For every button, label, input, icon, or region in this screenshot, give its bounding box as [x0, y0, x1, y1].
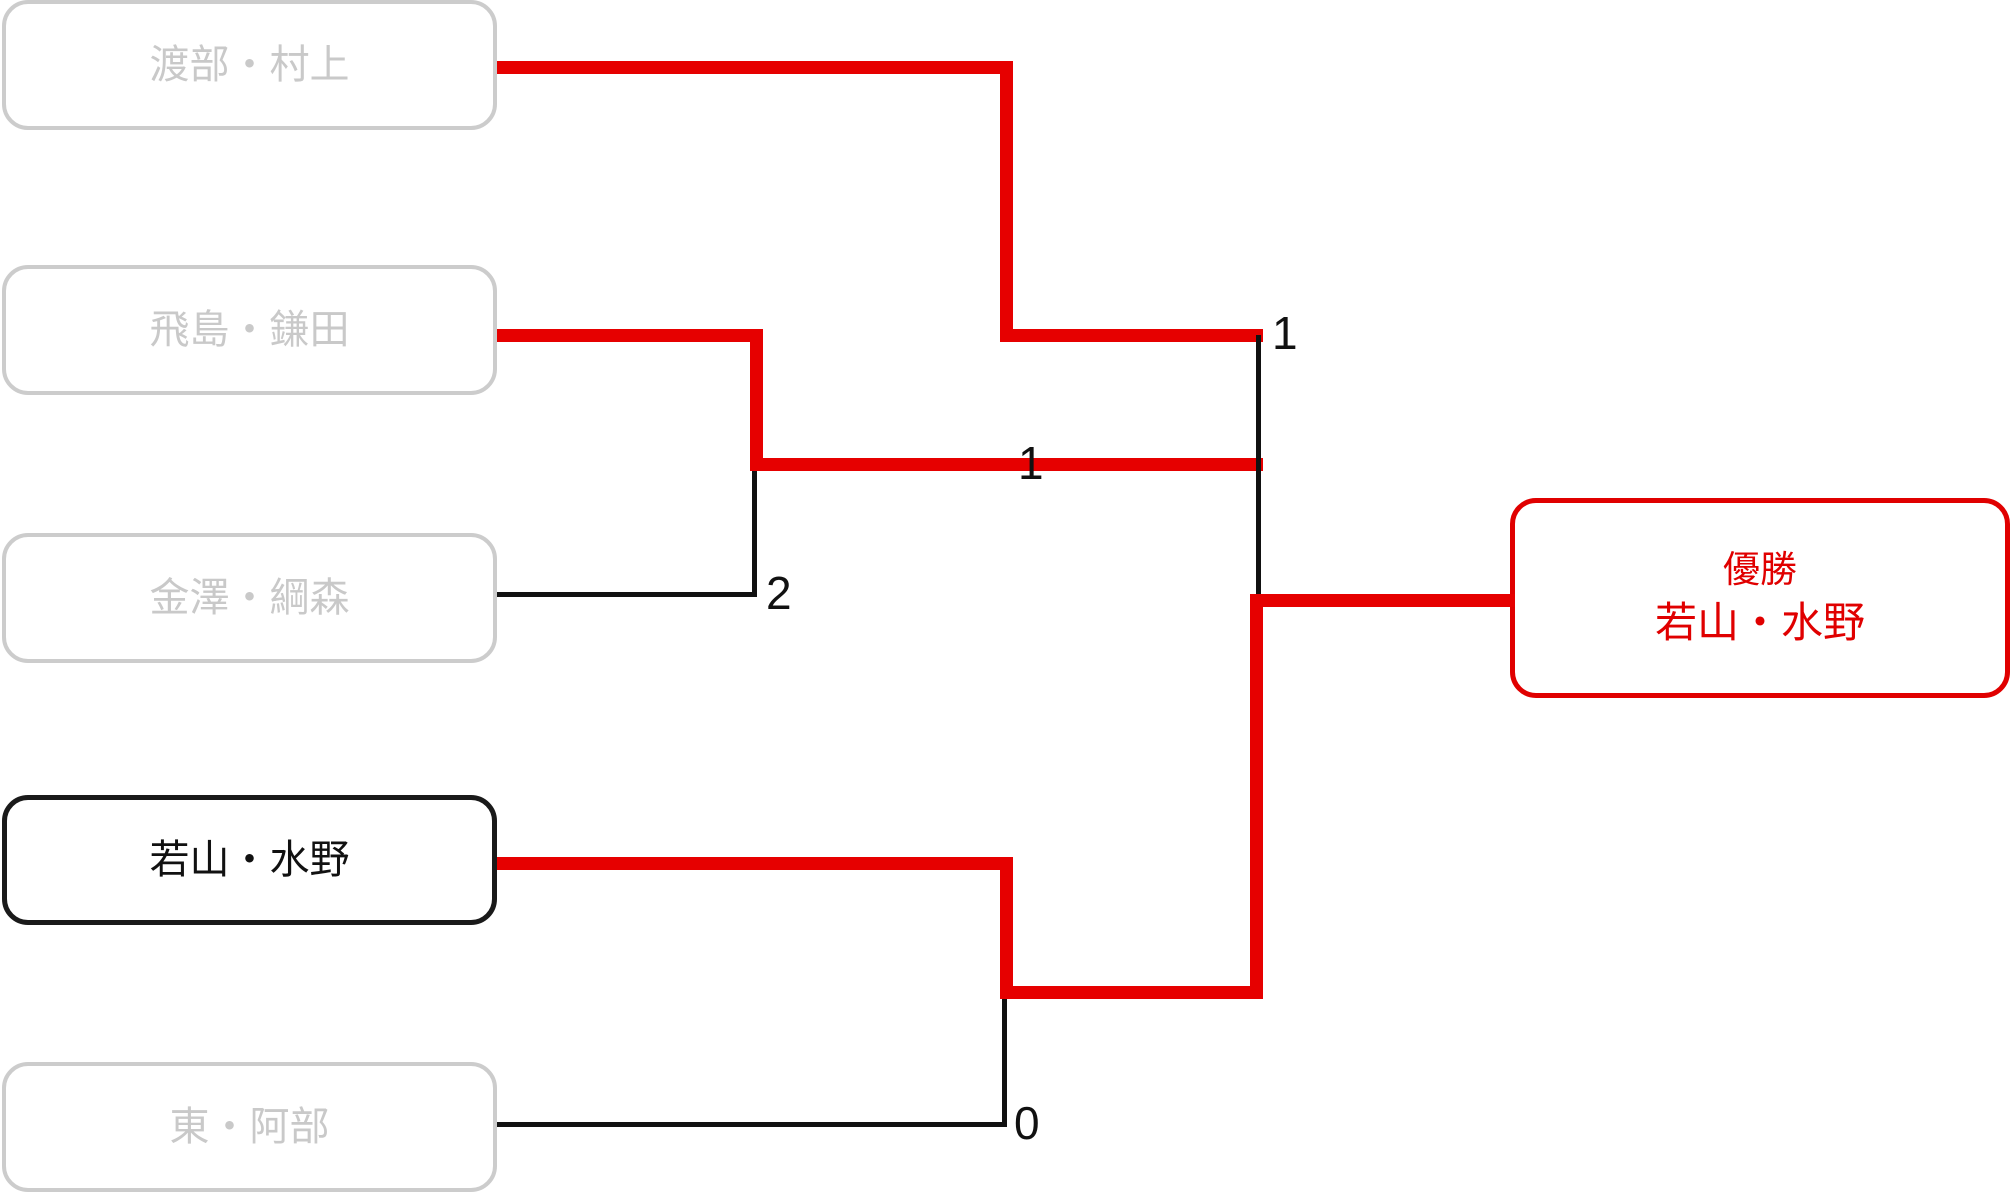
team-box-4[interactable]: 若山・水野 — [2, 795, 497, 925]
connector-final-vertical — [1250, 594, 1263, 993]
team-label-1: 渡部・村上 — [149, 43, 350, 87]
team-label-2: 飛島・鎌田 — [149, 308, 350, 352]
team-box-2[interactable]: 飛島・鎌田 — [2, 265, 497, 395]
connector-team3-horizontal — [497, 592, 757, 597]
connector-round1-vertical — [750, 329, 763, 471]
team-box-1[interactable]: 渡部・村上 — [2, 0, 497, 130]
team-label-4: 若山・水野 — [149, 838, 350, 882]
connector-round1-winner-horizontal — [750, 458, 1263, 471]
connector-semifinal-upper-horizontal — [1000, 329, 1263, 342]
connector-round1-loser-vertical — [752, 465, 757, 597]
connector-final-horizontal — [1250, 594, 1515, 607]
score-round1-winner: 1 — [1018, 437, 1044, 489]
score-semifinal-upper: 1 — [1272, 307, 1298, 359]
connector-final-upper-vertical — [1256, 335, 1261, 600]
connector-semifinal-lower-vertical — [1000, 857, 1013, 999]
connector-semifinal-lower-loser-vertical — [1002, 993, 1007, 1127]
connector-semifinal-lower-horizontal — [1000, 986, 1263, 999]
connector-team5-horizontal — [497, 1122, 1007, 1127]
score-semifinal-lower: 0 — [1014, 1097, 1040, 1149]
team-box-3[interactable]: 金澤・綱森 — [2, 533, 497, 663]
champion-box[interactable]: 優勝 若山・水野 — [1510, 498, 2010, 698]
score-round1-loser: 2 — [766, 567, 792, 619]
connector-team4-horizontal — [497, 857, 1013, 870]
team-label-3: 金澤・綱森 — [149, 576, 350, 620]
champion-content: 優勝 若山・水野 — [1655, 545, 1865, 652]
team-label-5: 東・阿部 — [169, 1105, 330, 1149]
connector-team1-horizontal — [497, 61, 1013, 74]
connector-team2-horizontal — [497, 329, 763, 342]
team-box-5[interactable]: 東・阿部 — [2, 1062, 497, 1192]
champion-name: 若山・水野 — [1654, 598, 1865, 646]
champion-title: 優勝 — [1722, 548, 1797, 590]
connector-upper-vertical — [1000, 61, 1013, 342]
